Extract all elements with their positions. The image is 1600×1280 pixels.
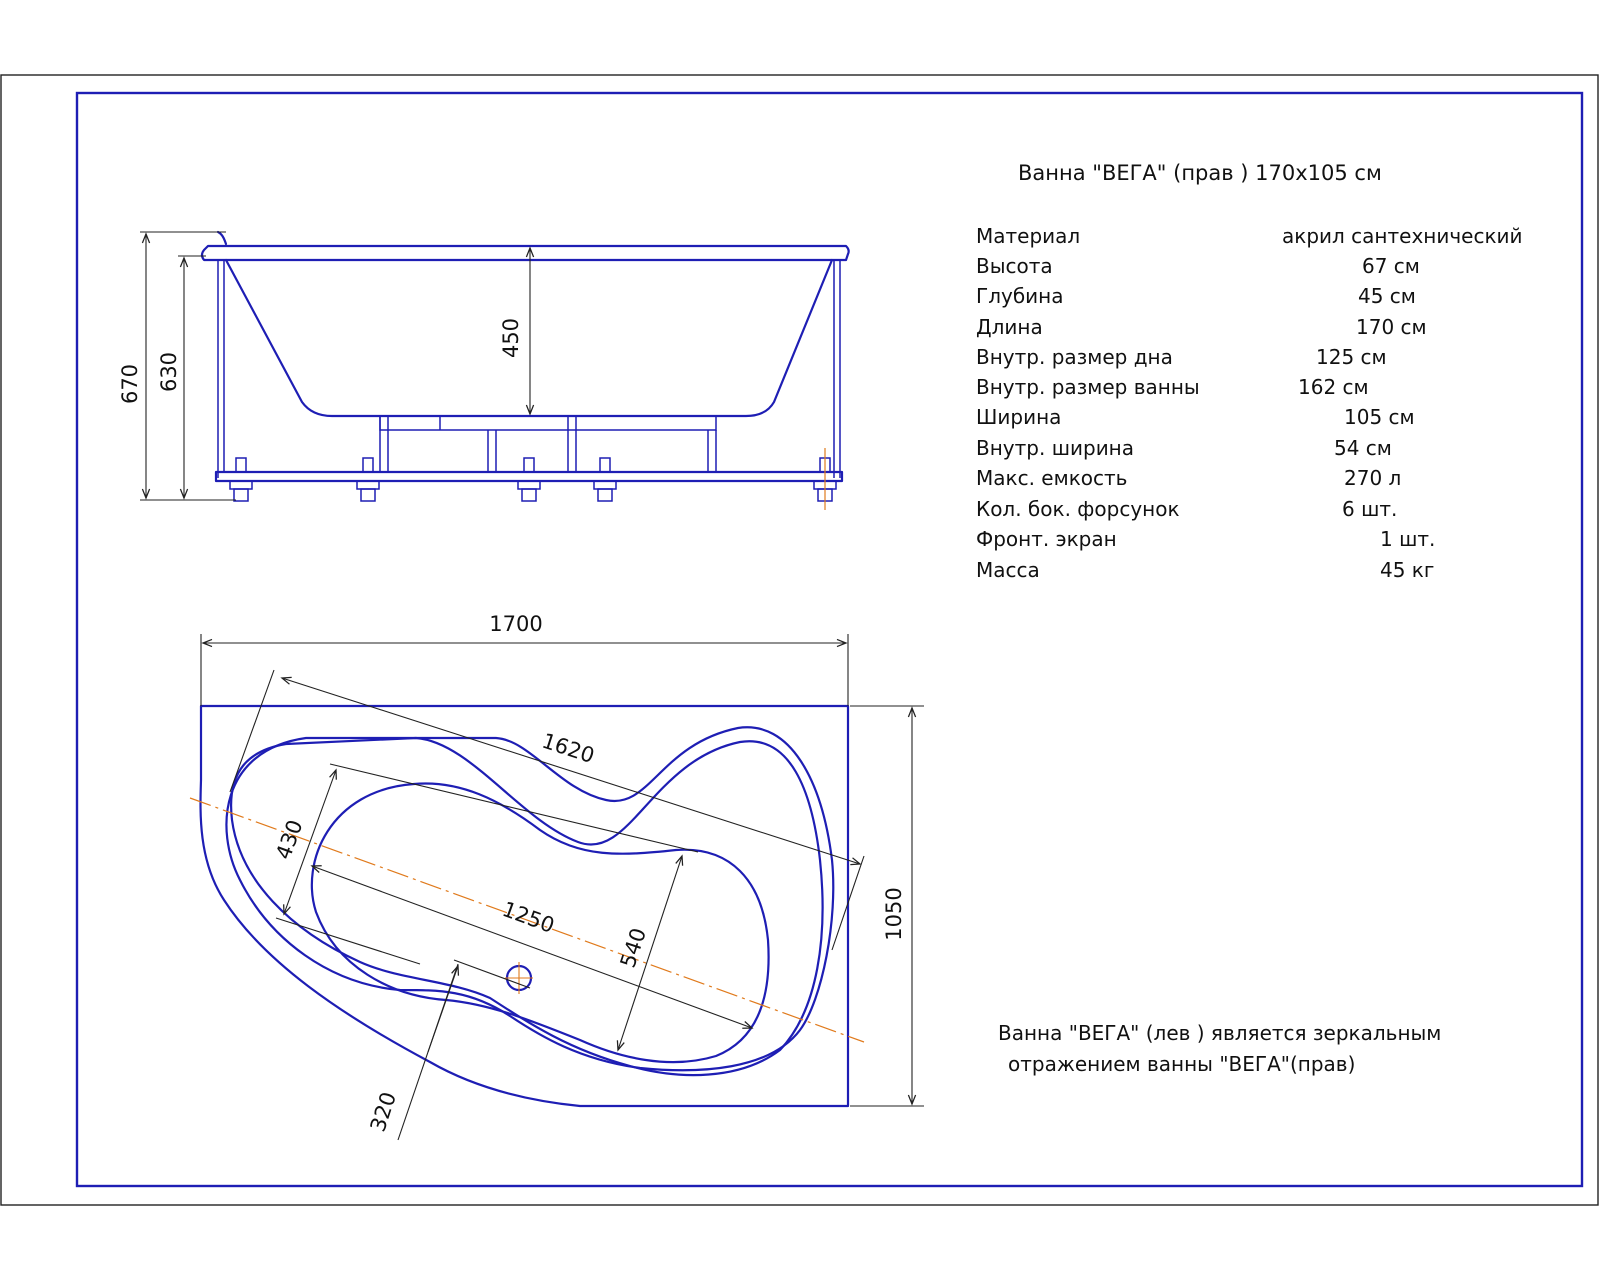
spec-value: 45 см bbox=[1358, 284, 1416, 308]
spec-label: Масса bbox=[976, 558, 1040, 582]
spec-value: акрил сантехнический bbox=[1282, 224, 1523, 248]
spec-value: 125 см bbox=[1316, 345, 1387, 369]
dim-670: 670 bbox=[118, 364, 142, 404]
spec-value: 270 л bbox=[1344, 466, 1401, 490]
spec-label: Внутр. размер ванны bbox=[976, 375, 1200, 399]
spec-label: Макс. емкость bbox=[976, 466, 1127, 490]
drawing-title: Ванна "ВЕГА" (прав ) 170х105 см bbox=[1018, 161, 1382, 185]
spec-value: 67 см bbox=[1362, 254, 1420, 278]
spec-label: Внутр. размер дна bbox=[976, 345, 1173, 369]
dim-320: 320 bbox=[366, 1089, 401, 1135]
side-view bbox=[140, 230, 850, 510]
spec-table: Материал акрил сантехнический Высота 67 … bbox=[976, 224, 1523, 582]
mirror-note-line1: Ванна "ВЕГА" (лев ) является зеркальным bbox=[998, 1021, 1441, 1045]
mirror-note-line2: отражением ванны "ВЕГА"(прав) bbox=[1008, 1052, 1355, 1076]
spec-value: 45 кг bbox=[1380, 558, 1434, 582]
spec-label: Кол. бок. форсунок bbox=[976, 497, 1180, 521]
dim-1700: 1700 bbox=[489, 612, 542, 636]
spec-value: 1 шт. bbox=[1380, 527, 1435, 551]
spec-value: 162 см bbox=[1298, 375, 1369, 399]
dim-630: 630 bbox=[157, 352, 181, 392]
dim-540: 540 bbox=[616, 925, 651, 971]
spec-label: Материал bbox=[976, 224, 1080, 248]
outer-frame bbox=[0, 74, 1599, 1206]
plan-view bbox=[189, 634, 924, 1141]
spec-label: Высота bbox=[976, 254, 1053, 278]
spec-label: Ширина bbox=[976, 405, 1061, 429]
dim-430: 430 bbox=[271, 817, 307, 863]
spec-value: 54 см bbox=[1334, 436, 1392, 460]
spec-value: 6 шт. bbox=[1342, 497, 1397, 521]
spec-value: 170 см bbox=[1356, 315, 1427, 339]
spec-label: Глубина bbox=[976, 284, 1063, 308]
spec-label: Длина bbox=[976, 315, 1043, 339]
spec-label: Внутр. ширина bbox=[976, 436, 1134, 460]
dim-1620: 1620 bbox=[539, 729, 597, 768]
dim-450: 450 bbox=[499, 318, 523, 358]
inner-frame bbox=[75, 91, 1584, 1188]
dim-1050: 1050 bbox=[882, 887, 906, 940]
spec-label: Фронт. экран bbox=[976, 527, 1117, 551]
dim-1250: 1250 bbox=[499, 897, 557, 938]
spec-value: 105 см bbox=[1344, 405, 1415, 429]
